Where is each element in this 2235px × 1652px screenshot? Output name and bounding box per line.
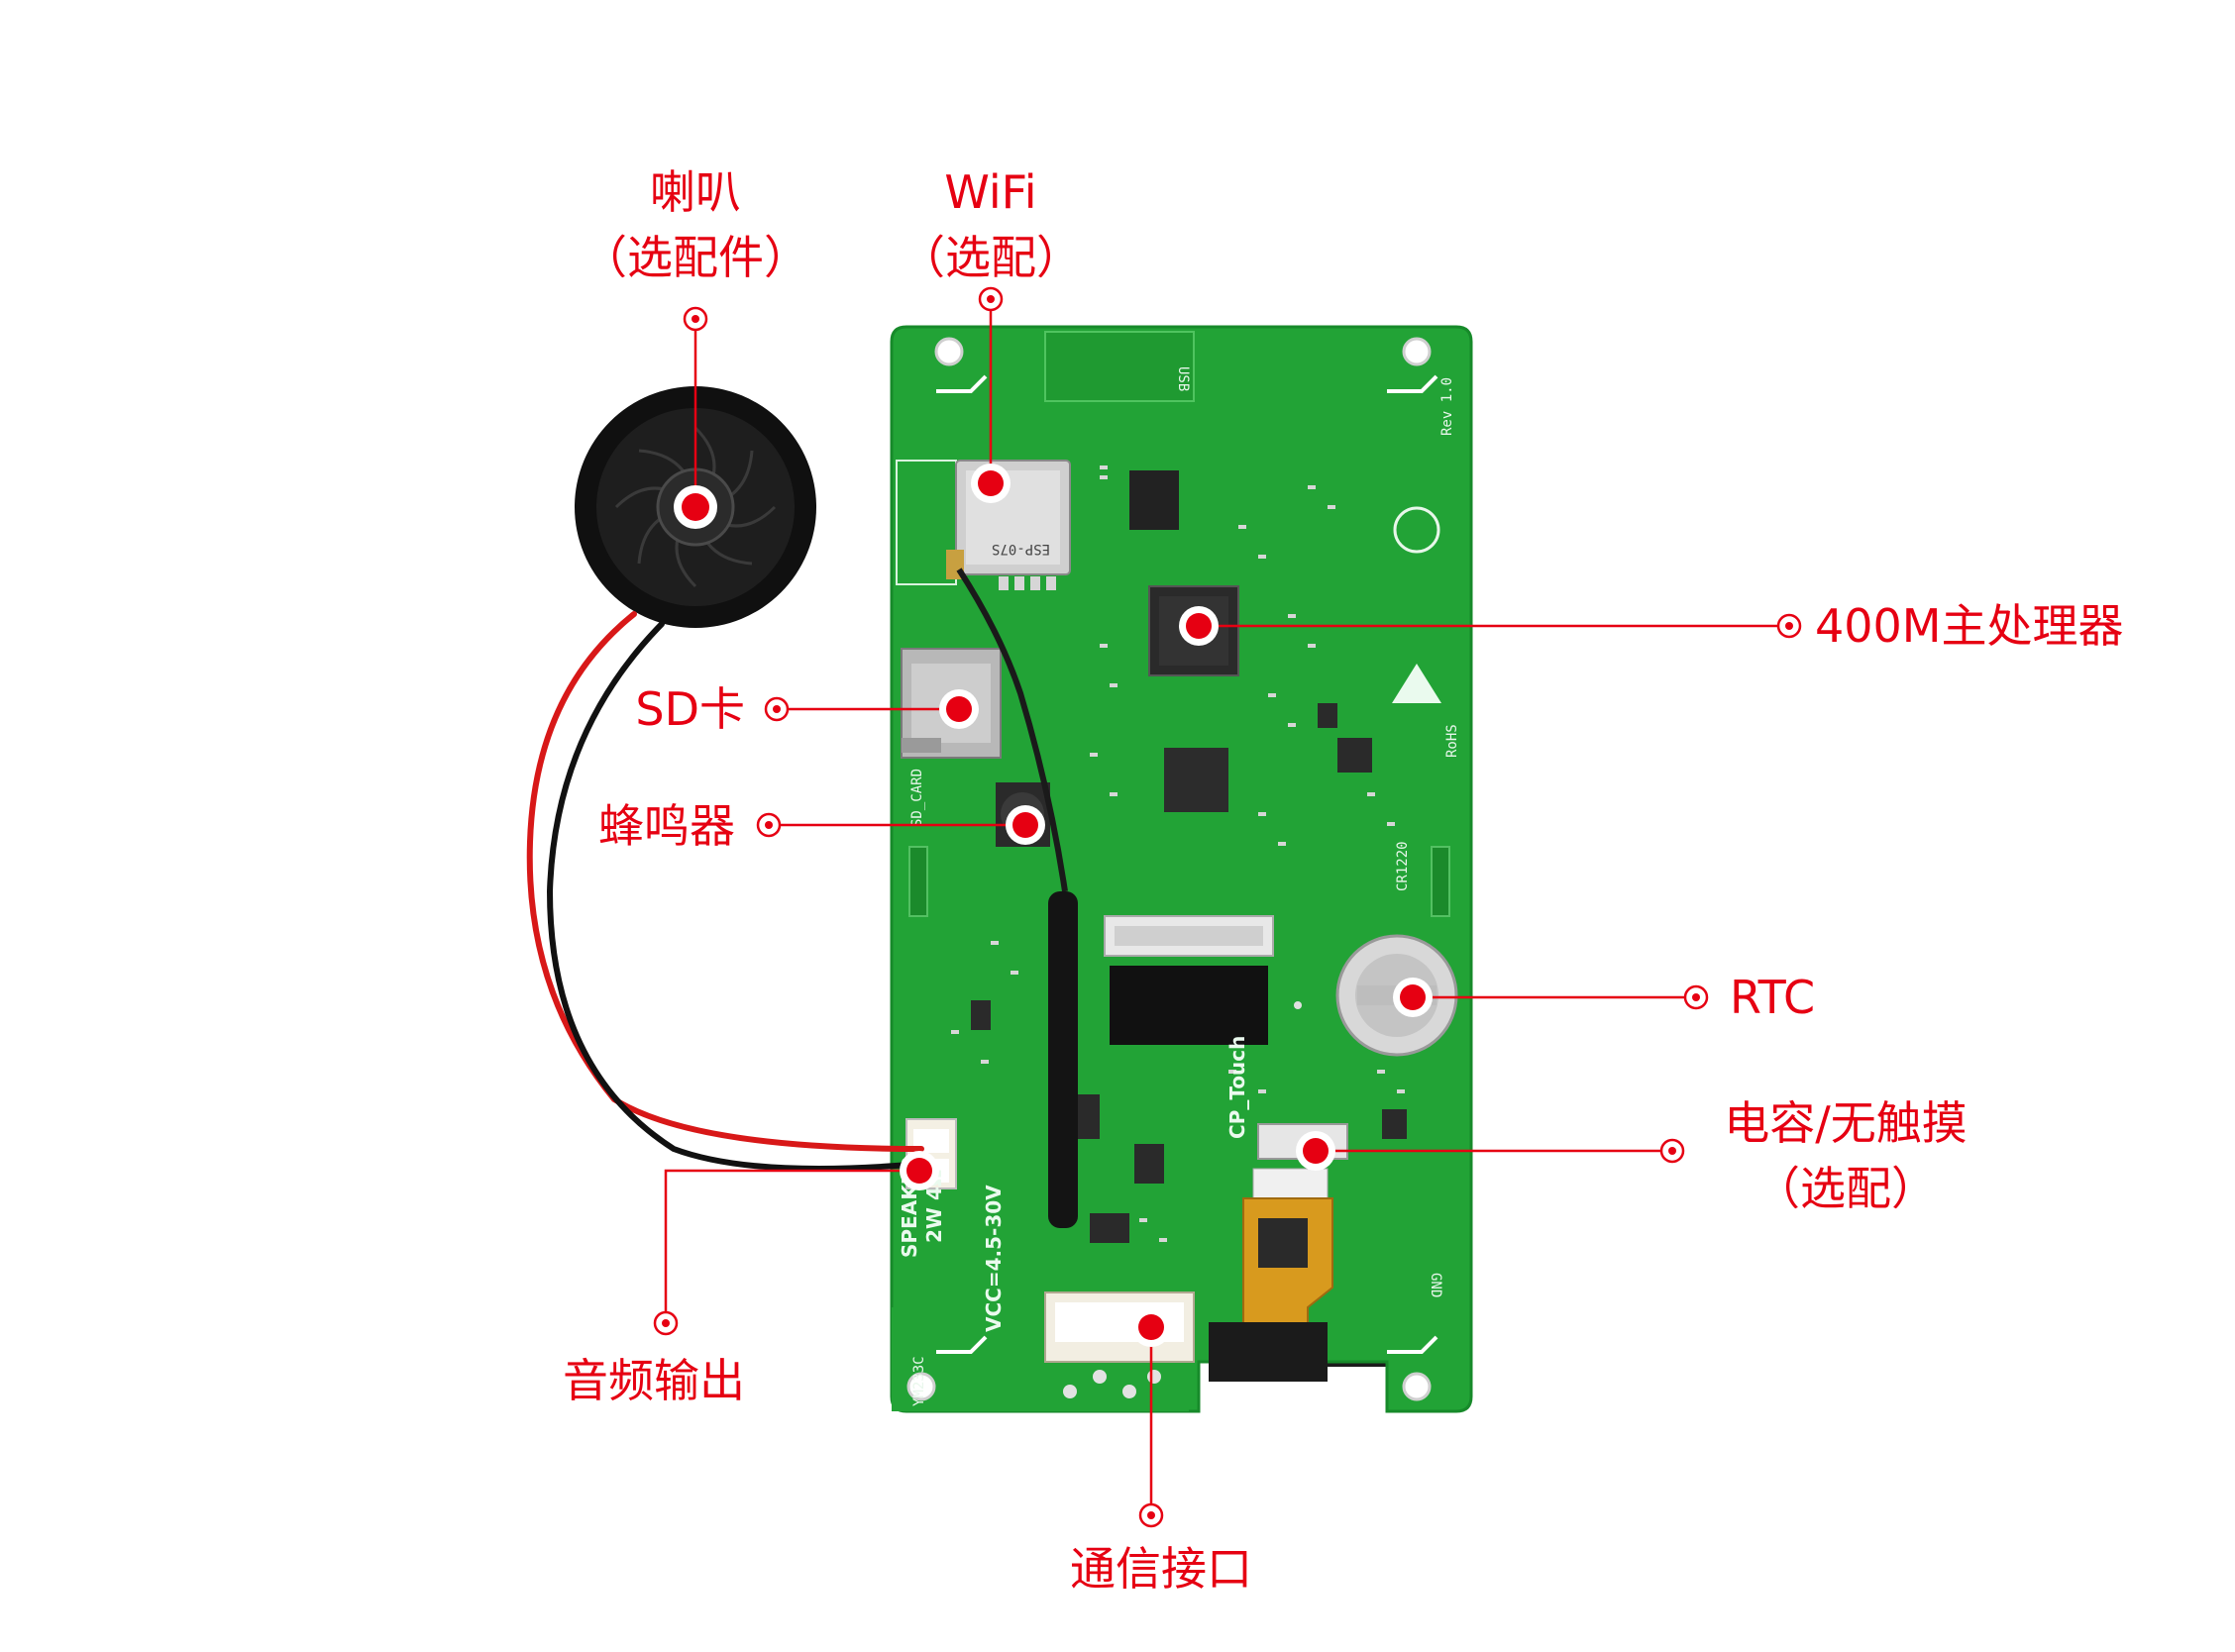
lcd-fpc-connector	[1104, 915, 1274, 1045]
label-buzzer: 蜂鸣器	[598, 799, 735, 853]
label-rtc: RTC	[1730, 971, 1815, 1024]
wifi-module-silk: ESP-07S	[992, 541, 1050, 557]
label-wifi-line1: WiFi	[944, 165, 1036, 219]
usb-silk: USB	[1175, 366, 1191, 391]
label-touch-line2: （选配）	[1755, 1162, 1937, 1215]
cp-touch-silk: CP_Touch	[1225, 1036, 1249, 1139]
mounting-holes	[906, 337, 1432, 1401]
target-dot-speaker	[674, 485, 717, 529]
label-comm: 通信接口	[1070, 1542, 1252, 1596]
target-dot-buzzer	[1006, 805, 1045, 845]
wifi-antenna	[956, 568, 1078, 1228]
serial-silk: YM233C	[911, 1356, 927, 1406]
callout-labels: 喇叭 （选配件） WiFi （选配） 400M主处理器 SD卡 蜂鸣器 RTC …	[563, 165, 2124, 1596]
speaker-cables	[526, 611, 924, 1172]
callout-dots	[653, 286, 1802, 1528]
callout-leaders	[664, 299, 1789, 1515]
gnd-silk: GND	[1428, 1273, 1443, 1297]
target-dot-wifi	[971, 464, 1011, 503]
target-dot-audio	[900, 1151, 939, 1190]
label-cpu: 400M主处理器	[1815, 599, 2124, 653]
sd-card-silk: SD_CARD	[909, 769, 925, 827]
label-speaker-line2: （选配件）	[582, 231, 809, 284]
communication-connector	[1044, 1291, 1195, 1363]
battery-silk: CR1220	[1395, 841, 1411, 891]
label-audio: 音频输出	[563, 1354, 745, 1407]
target-dot-sd	[939, 689, 979, 729]
target-dot-cpu	[1179, 606, 1219, 646]
target-dot-rtc	[1393, 978, 1433, 1017]
label-sd: SD卡	[635, 682, 745, 736]
rev-silk: Rev 1.0	[1439, 377, 1455, 436]
rohs-silk: RoHS	[1444, 724, 1460, 758]
label-wifi-line2: （选配）	[900, 231, 1082, 284]
display-clips	[936, 374, 1438, 1354]
label-touch-line1: 电容/无触摸	[1724, 1096, 1968, 1150]
target-dot-touch	[1296, 1131, 1335, 1171]
label-speaker-line1: 喇叭	[650, 165, 741, 219]
smd-components	[951, 465, 1405, 1242]
target-dot-comm	[1131, 1307, 1171, 1347]
vcc-silk: VCC=4.5-30V	[982, 1185, 1006, 1332]
